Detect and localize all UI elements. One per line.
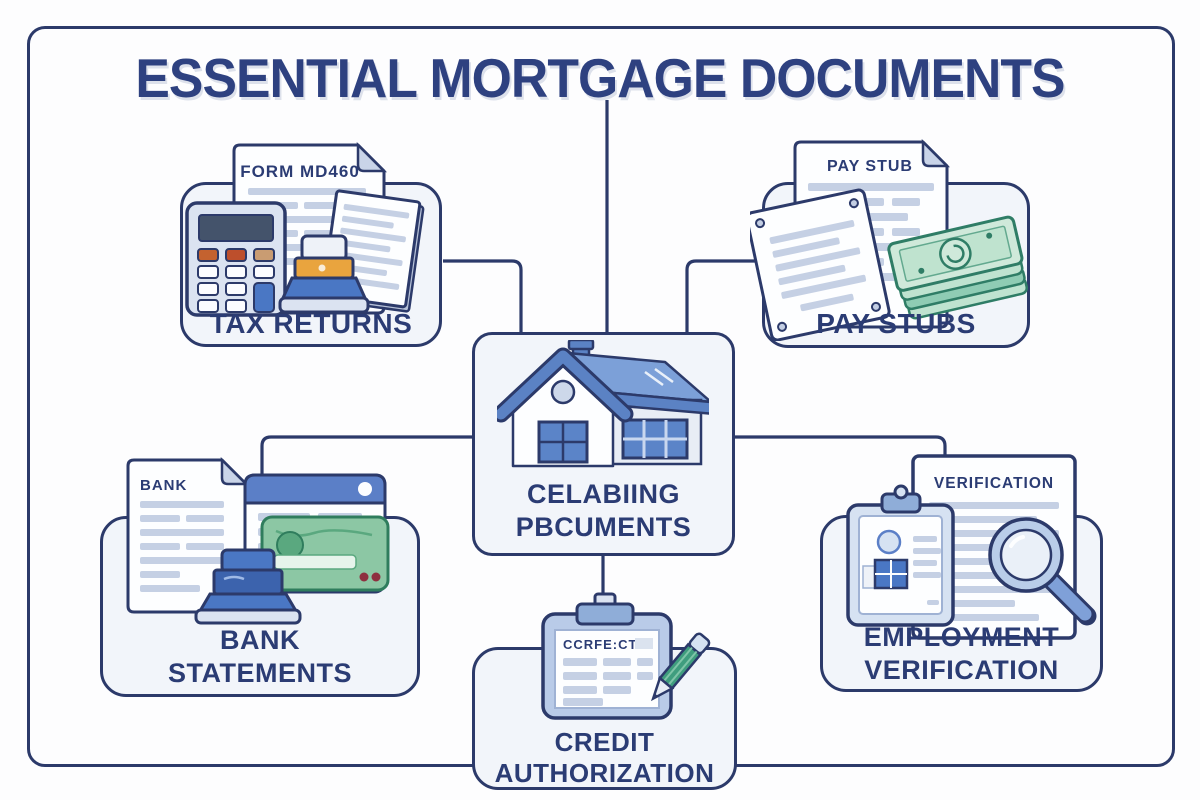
bank-statements-label: BANK STATEMENTS [100,624,420,690]
calculator-icon [185,201,287,317]
connector-center-to-bank [260,435,473,478]
stamp-icon [278,234,370,314]
credit-card-icon [260,515,390,592]
pay-doc-header: PAY STUB [827,158,913,175]
bank-statements-illustration: BANK [126,456,390,625]
pen-icon [650,632,711,702]
credit-doc-header: CCRFE:CTII [563,637,647,652]
center-label: CELABIING PBCUMENTS [472,478,735,544]
connector-center-to-employment [734,435,947,462]
clipboard-icon: CCRFE:CTII [541,592,673,720]
connector-pay-to-center [685,259,762,332]
credit-authorization-label: CREDIT AUTHORIZATION [472,727,737,789]
credit-label-line1: CREDIT [554,727,655,757]
center-label-line2: PBCUMENTS [515,512,692,542]
page-title: ESSENTIAL MORTGAGE DOCUMENTS [135,47,1065,109]
bank-label-line1: BANK [220,625,300,655]
pay-stubs-illustration: PAY STUB [750,138,1028,341]
bank-document-icon: BANK [126,456,250,614]
magnifier-icon [988,517,1097,626]
employment-verification-label: EMPLOYMENT VERIFICATION [820,621,1103,687]
center-label-line1: CELABIING [527,479,680,509]
bank-label-line2: STATEMENTS [168,658,352,688]
tax-returns-label: TAX RETURNS [209,308,413,339]
bank-doc-header: BANK [140,477,187,494]
connector-tax-to-center [443,259,523,332]
house-icon [497,340,709,468]
money-stack-icon [887,215,1028,320]
tax-returns-illustration: FORM MD460 [185,141,425,317]
credit-label-line2: AUTHORIZATION [494,758,715,788]
garage-window [621,418,689,460]
pay-stubs-label: PAY STUBS [816,308,976,339]
front-window [537,420,589,464]
attic-window [550,379,576,405]
pay-certificate-icon [750,188,891,341]
id-badge-icon [846,484,955,627]
tax-doc-header: FORM MD460 [240,162,360,181]
employment-verification-illustration: VERIFICATION [846,454,1097,640]
employment-label-line2: VERIFICATION [864,655,1059,685]
employment-doc-header: VERIFICATION [934,475,1054,492]
employment-label-line1: EMPLOYMENT [863,622,1060,652]
credit-authorization-illustration: CCRFE:CTII [541,592,711,720]
bank-stamp-icon [194,548,302,625]
